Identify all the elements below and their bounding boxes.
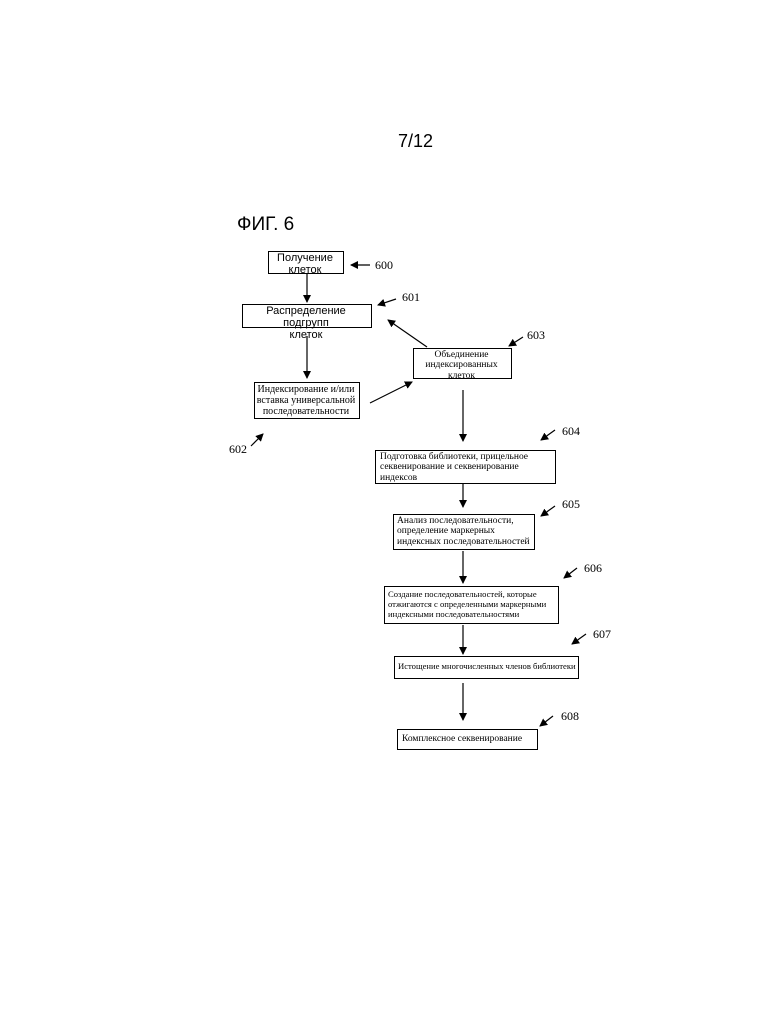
step-box-603: Объединение индексированных клеток	[413, 348, 512, 379]
ref-label-607: 607	[593, 627, 611, 642]
step-600-line-2: клеток	[269, 265, 341, 277]
arrow-602-to-603	[370, 382, 412, 403]
leader-606	[564, 568, 577, 578]
step-604-line-2: секвенирование и секвенирование	[380, 462, 528, 472]
step-605-line-3: индексных последовательностей	[397, 537, 530, 547]
step-608-line-1: Комплексное секвенирование	[402, 734, 522, 744]
leader-601	[378, 299, 396, 305]
step-box-606: Создание последовательностей, которые от…	[384, 586, 559, 624]
step-606-line-1: Создание последовательностей, которые	[388, 589, 546, 599]
ref-label-605: 605	[562, 497, 580, 512]
leader-608	[540, 716, 553, 726]
step-605-line-2: определение маркерных	[397, 526, 530, 536]
step-box-605: Анализ последовательности, определение м…	[393, 514, 535, 550]
step-box-607: Истощение многочисленных членов библиоте…	[394, 656, 579, 679]
leader-607	[572, 634, 586, 644]
ref-label-600: 600	[375, 258, 393, 273]
step-606-line-2: отжигаются с определенными маркерными	[388, 599, 546, 609]
step-603-line-3: клеток	[414, 371, 509, 381]
leader-603	[509, 337, 523, 346]
step-602-line-3: последовательности	[255, 407, 357, 418]
step-606-line-3: индексными последовательностями	[388, 609, 546, 619]
step-box-602: Индексирование и/или вставка универсальн…	[254, 382, 360, 419]
leader-605	[541, 506, 555, 516]
ref-label-602: 602	[229, 442, 247, 457]
step-602-line-2: вставка универсальной	[255, 396, 357, 407]
step-604-line-3: индексов	[380, 473, 528, 483]
step-603-line-2: индексированных	[414, 360, 509, 370]
leader-602	[251, 434, 263, 446]
step-box-608: Комплексное секвенирование	[397, 729, 538, 750]
step-603-line-1: Объединение	[414, 350, 509, 360]
step-607-line-1: Истощение многочисленных членов библиоте…	[398, 662, 576, 671]
leader-604	[541, 430, 555, 440]
step-605-line-1: Анализ последовательности,	[397, 516, 530, 526]
step-604-line-1: Подготовка библиотеки, прицельное	[380, 452, 528, 462]
ref-label-608: 608	[561, 709, 579, 724]
ref-label-604: 604	[562, 424, 580, 439]
step-box-604: Подготовка библиотеки, прицельное секвен…	[375, 450, 556, 484]
arrow-603-to-601	[388, 320, 427, 347]
step-601-line-2: клеток	[243, 330, 369, 342]
step-601-line-1: Распределение подгрупп	[243, 306, 369, 330]
step-box-601: Распределение подгрупп клеток	[242, 304, 372, 328]
step-box-600: Получение клеток	[268, 251, 344, 274]
ref-label-601: 601	[402, 290, 420, 305]
ref-label-606: 606	[584, 561, 602, 576]
ref-label-603: 603	[527, 328, 545, 343]
